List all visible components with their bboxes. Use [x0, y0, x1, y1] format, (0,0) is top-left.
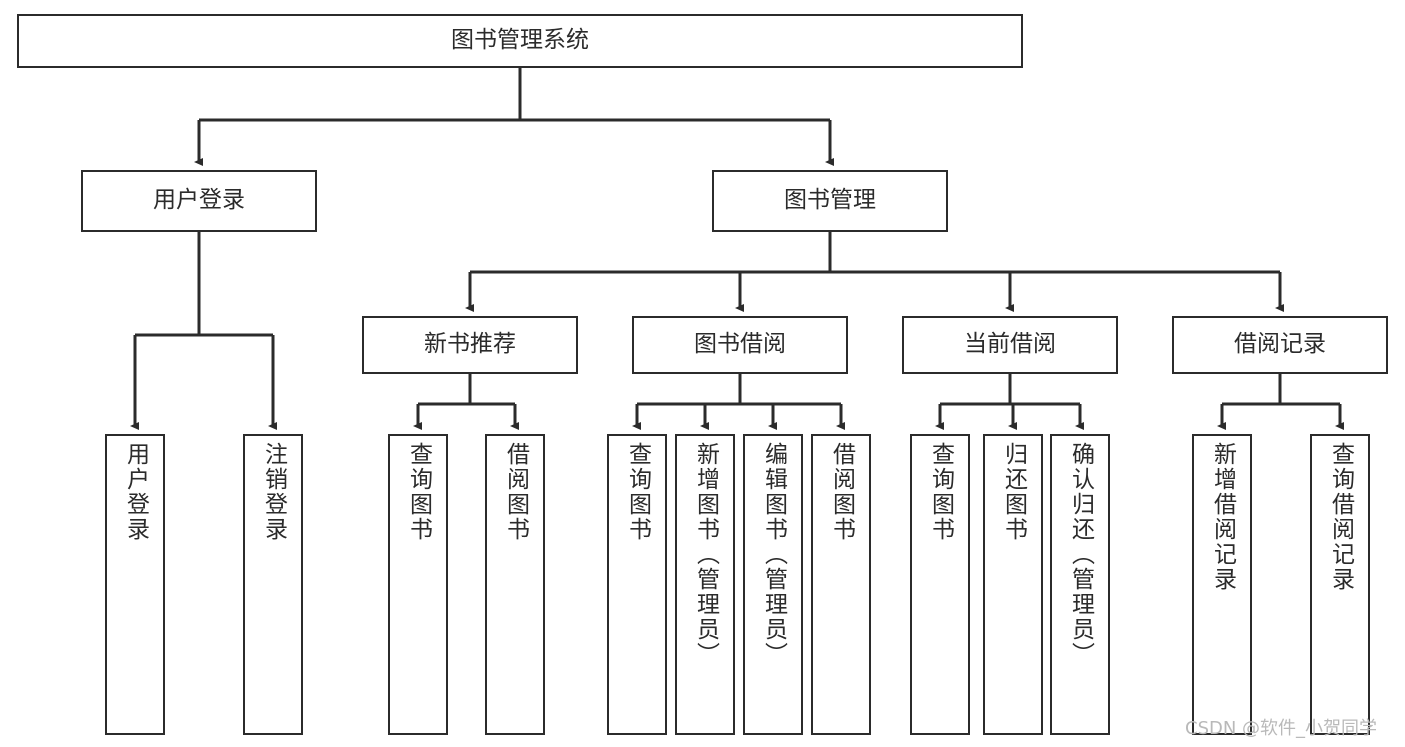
- node-current-borrow[interactable]: 当前借阅: [902, 316, 1118, 374]
- node-leaf-user-logout[interactable]: 注销登录: [243, 434, 303, 735]
- node-leaf-borrow-query-book-label: 查询图书: [624, 442, 651, 542]
- node-leaf-rec-query-record-label: 查询借阅记录: [1327, 442, 1354, 592]
- node-leaf-user-login[interactable]: 用户登录: [105, 434, 165, 735]
- node-book-manage[interactable]: 图书管理: [712, 170, 948, 232]
- node-leaf-borrow-add-book[interactable]: 新增图书（管理员）: [675, 434, 735, 735]
- node-leaf-borrow-add-book-label: 新增图书（管理员）: [692, 442, 719, 667]
- node-leaf-cur-query-book[interactable]: 查询图书: [910, 434, 970, 735]
- node-leaf-user-logout-label: 注销登录: [260, 442, 287, 542]
- node-leaf-rec-add-record-label: 新增借阅记录: [1209, 442, 1236, 592]
- watermark: CSDN @软件_小贺同学: [1185, 718, 1378, 739]
- node-book-manage-label: 图书管理: [784, 187, 876, 214]
- node-leaf-rec-query-book-label: 查询图书: [405, 442, 432, 542]
- node-leaf-cur-return-book[interactable]: 归还图书: [983, 434, 1043, 735]
- node-leaf-user-login-label: 用户登录: [122, 442, 149, 542]
- node-root-label: 图书管理系统: [451, 27, 589, 54]
- node-leaf-cur-return-book-label: 归还图书: [1000, 442, 1027, 542]
- node-leaf-rec-query-book[interactable]: 查询图书: [388, 434, 448, 735]
- node-leaf-cur-confirm-return-label: 确认归还（管理员）: [1067, 442, 1094, 667]
- node-root[interactable]: 图书管理系统: [17, 14, 1023, 68]
- node-leaf-borrow-query-book[interactable]: 查询图书: [607, 434, 667, 735]
- node-leaf-borrow-edit-book[interactable]: 编辑图书（管理员）: [743, 434, 803, 735]
- node-leaf-cur-confirm-return[interactable]: 确认归还（管理员）: [1050, 434, 1110, 735]
- node-book-borrow-label: 图书借阅: [694, 331, 786, 358]
- node-leaf-borrow-edit-book-label: 编辑图书（管理员）: [760, 442, 787, 667]
- node-leaf-borrow-borrow-book-label: 借阅图书: [828, 442, 855, 542]
- node-user-login[interactable]: 用户登录: [81, 170, 317, 232]
- node-borrow-record[interactable]: 借阅记录: [1172, 316, 1388, 374]
- node-current-borrow-label: 当前借阅: [964, 331, 1056, 358]
- node-leaf-cur-query-book-label: 查询图书: [927, 442, 954, 542]
- node-new-book-rec-label: 新书推荐: [424, 331, 516, 358]
- node-new-book-rec[interactable]: 新书推荐: [362, 316, 578, 374]
- node-leaf-rec-add-record[interactable]: 新增借阅记录: [1192, 434, 1252, 735]
- node-leaf-rec-borrow-book[interactable]: 借阅图书: [485, 434, 545, 735]
- node-book-borrow[interactable]: 图书借阅: [632, 316, 848, 374]
- node-leaf-rec-query-record[interactable]: 查询借阅记录: [1310, 434, 1370, 735]
- node-leaf-rec-borrow-book-label: 借阅图书: [502, 442, 529, 542]
- node-borrow-record-label: 借阅记录: [1234, 331, 1326, 358]
- node-leaf-borrow-borrow-book[interactable]: 借阅图书: [811, 434, 871, 735]
- node-user-login-label: 用户登录: [153, 187, 245, 214]
